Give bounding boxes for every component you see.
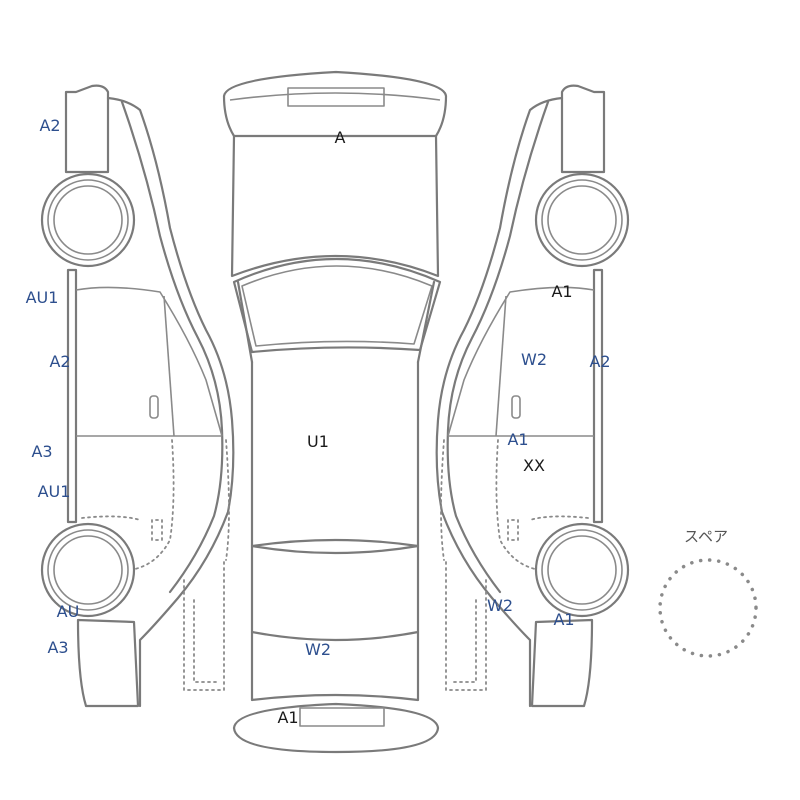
code-roof-rear: A (334, 128, 346, 147)
car-top-view (222, 70, 448, 754)
code-right-rear-edge: A2 (589, 352, 611, 371)
code-left-front-door-lower: AU1 (37, 482, 71, 501)
code-left-rear-door: A2 (49, 352, 71, 371)
spare-tire (658, 558, 758, 658)
code-left-rear-fender: A2 (39, 116, 61, 135)
code-right-rear-pillar: A1 (551, 282, 573, 301)
code-left-sill: A3 (31, 442, 53, 461)
code-right-rear-door-window: W2 (521, 350, 547, 369)
code-left-rear-pillar: AU1 (25, 288, 59, 307)
code-hood: W2 (305, 640, 331, 659)
code-left-front-fender: A3 (47, 638, 69, 657)
code-right-front-wheel: A1 (553, 610, 575, 629)
code-right-door-mid: A1 (507, 430, 529, 449)
code-right-front-window: W2 (487, 596, 513, 615)
code-right-door-mark: XX (523, 456, 545, 475)
spare-tire-label: スペア (684, 527, 728, 546)
code-roof-center: U1 (307, 432, 329, 451)
car-left-side-view (40, 84, 235, 708)
code-front-bumper: A1 (277, 708, 299, 727)
car-right-side-view (435, 84, 630, 708)
code-left-front-wheel: AU (56, 602, 80, 621)
